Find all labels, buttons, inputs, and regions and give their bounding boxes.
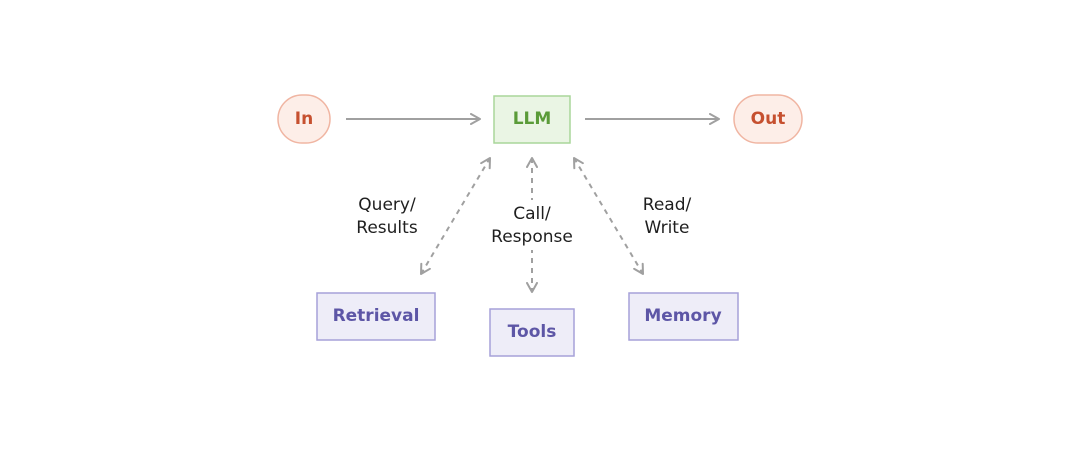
tools-edge-label-line1: Call/ (513, 204, 551, 224)
output-node-label: Out (751, 109, 786, 129)
memory-node-label: Memory (644, 306, 721, 326)
input-node: In (277, 94, 331, 144)
arrow-llm-retrieval (420, 157, 491, 275)
retrieval-edge-label-line2: Results (356, 218, 418, 238)
retrieval-edge-label-line1: Query/ (358, 195, 416, 215)
tools-edge-label: Call/ Response (491, 200, 573, 250)
retrieval-edge-label: Query/ Results (356, 195, 418, 238)
tools-node: Tools (489, 308, 575, 357)
memory-edge-label: Read/ Write (643, 195, 692, 238)
arrow-llm-memory (573, 157, 644, 275)
input-node-label: In (295, 109, 313, 129)
llm-node-label: LLM (513, 109, 552, 129)
llm-node: LLM (493, 95, 571, 144)
retrieval-node-label: Retrieval (333, 306, 420, 326)
tools-edge-label-line2: Response (491, 227, 573, 247)
output-node: Out (733, 94, 803, 144)
tools-node-label: Tools (508, 322, 557, 342)
memory-node: Memory (628, 292, 739, 341)
memory-edge-label-line1: Read/ (643, 195, 692, 215)
retrieval-node: Retrieval (316, 292, 436, 341)
memory-edge-label-line2: Write (645, 218, 690, 238)
